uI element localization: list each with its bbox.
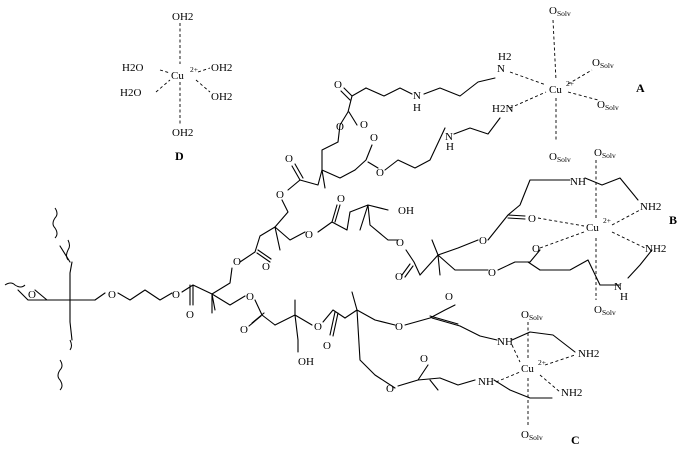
gen2u-carbonyl-oxygen: O (285, 153, 293, 165)
branch-a-amine-top: H2 (498, 51, 511, 63)
branch-b-copper-charge: 2+ (603, 216, 611, 225)
gen1-down-carbonyl-oxygen: O (240, 324, 248, 336)
branch-a-solvent-top: Solv (557, 9, 571, 18)
branch-a-solvent-right-o: O (592, 57, 600, 69)
branch-c-solvent-bottom-o: O (521, 429, 529, 441)
branch-b-nitrogen-2: N (614, 281, 622, 293)
branch-b-solvent-bottom-o: O (594, 304, 602, 316)
branch-b-carbonyl-oxygen-upper: O (528, 213, 536, 225)
branch-b: OH O O O O O N H NH2 O N H NH2 Cu 2+ O S… (349, 147, 677, 317)
label-a: A (636, 81, 645, 95)
branch-a-ester-oxygen-2: O (376, 167, 384, 179)
gen2u-oxygen-up: O (276, 189, 284, 201)
gen1-oxygen-down: O (246, 291, 254, 303)
gen2-upper: O O O O (274, 153, 351, 251)
branch-b-carbonyl-oxygen: O (395, 271, 403, 283)
branch-c-carbonyl-oxygen-lower: O (420, 353, 428, 365)
branch-a-hydrogen-2: H (446, 141, 454, 153)
branch-b-amine-top: NH2 (640, 201, 661, 213)
branch-b-carbonyl-oxygen-lower: O (532, 243, 540, 255)
branch-a-solvent-lower: Solv (605, 103, 619, 112)
core-carbonyl-oxygen: O (186, 309, 194, 321)
d-water-top: OH2 (172, 11, 193, 23)
d-water-right-top: OH2 (211, 62, 232, 74)
branch-b-ester-oxygen: O (396, 237, 404, 249)
gen1-up-carbonyl-oxygen: O (262, 261, 270, 273)
branch-b-solvent-bottom: Solv (602, 308, 616, 317)
core: O O O O (4, 207, 213, 391)
branch-a: O O O N H H2 N O O N H H2N Cu 2+ O Solv … (321, 5, 645, 189)
branch-c-ester-oxygen-lower: O (386, 383, 394, 395)
gen2l-hydroxyl: OH (298, 356, 314, 368)
branch-a-solvent-right: Solv (600, 61, 614, 70)
branch-a-solvent-lower-o: O (597, 99, 605, 111)
branch-c-copper: Cu (521, 363, 534, 375)
core-oxygen-left: O (28, 289, 36, 301)
d-water-left-top: H2O (122, 62, 143, 74)
branch-a-hydrogen-1: H (413, 102, 421, 114)
branch-c-solvent-top-o: O (521, 309, 529, 321)
complex-d: OH2 OH2 H2O H2O OH2 OH2 Cu 2+ D (120, 11, 232, 163)
branch-c-solvent-top: Solv (529, 313, 543, 322)
branch-a-carbonyl-oxygen-1: O (360, 119, 368, 131)
branch-a-solvent-top-o: O (549, 5, 557, 17)
branch-b-solvent-top-o: O (594, 147, 602, 159)
branch-a-carbonyl-oxygen-top: O (334, 79, 342, 91)
branch-a-carbonyl-oxygen-2: O (370, 132, 378, 144)
branch-c-amine-lower-terminal: NH2 (561, 387, 582, 399)
branch-a-copper-charge: 2+ (566, 79, 574, 88)
branch-c-amine-lower: N (478, 376, 486, 388)
branch-c: O O N H NH2 O O N H NH2 Cu 2+ O Solv O S… (344, 291, 599, 447)
d-copper-charge: 2+ (190, 65, 198, 74)
branch-b-ester-oxygen-down: O (488, 267, 496, 279)
branch-a-solvent-bottom: Solv (557, 155, 571, 164)
branch-a-nitrogen-top: N (497, 63, 505, 75)
branch-a-amine-bottom: H2N (492, 103, 513, 115)
branch-c-copper-charge: 2+ (538, 358, 546, 367)
gen2l-carbonyl-oxygen: O (323, 340, 331, 352)
branch-c-carbonyl-oxygen-upper: O (445, 291, 453, 303)
branch-a-nitrogen-2: N (445, 131, 453, 143)
gen2-lower: OH O O (274, 299, 346, 368)
branch-c-amine-upper: N (497, 336, 505, 348)
branch-b-ester-oxygen-up: O (479, 235, 487, 247)
branch-a-nitrogen-1: N (413, 90, 421, 102)
label-b: B (669, 213, 677, 227)
label-d: D (175, 149, 184, 163)
branch-b-solvent-top: Solv (602, 151, 616, 160)
core-oxygen-right: O (108, 289, 116, 301)
branch-b-hydroxyl: OH (398, 205, 414, 217)
branch-c-amine-upper-h: H (505, 336, 513, 348)
gen2u-oxygen-right: O (305, 229, 313, 241)
branch-a-solvent-bottom-o: O (549, 151, 557, 163)
d-copper: Cu (171, 70, 184, 82)
branch-c-amine-lower-h: H (486, 376, 494, 388)
gen1: O O O O (211, 226, 276, 336)
label-c: C (571, 433, 580, 447)
branch-b-copper: Cu (586, 222, 599, 234)
branch-b-nitrogen-1: N (570, 176, 578, 188)
gen2l-ester-oxygen: O (314, 321, 322, 333)
d-water-left-bottom: H2O (120, 87, 141, 99)
branch-c-amine-upper-terminal: NH2 (578, 348, 599, 360)
branch-b-hydrogen-2: H (620, 291, 628, 303)
branch-c-ester-oxygen-upper: O (395, 321, 403, 333)
d-water-right-bottom: OH2 (211, 91, 232, 103)
branch-b-hydrogen-1: H (578, 176, 586, 188)
branch-a-ester-oxygen-1: O (336, 121, 344, 133)
gen2u-right-carbonyl-oxygen: O (337, 193, 345, 205)
core-ester-oxygen: O (172, 289, 180, 301)
branch-c-solvent-bottom: Solv (529, 433, 543, 442)
d-water-bottom: OH2 (172, 127, 193, 139)
branch-b-amine-bottom: NH2 (645, 243, 666, 255)
gen1-oxygen-up: O (233, 256, 241, 268)
branch-a-copper: Cu (549, 84, 562, 96)
